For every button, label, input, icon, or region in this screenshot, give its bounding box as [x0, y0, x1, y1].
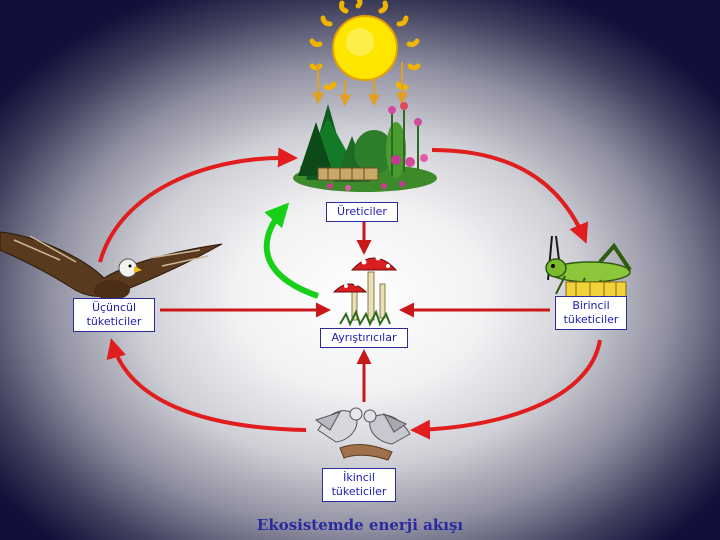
arrow-secondary-to-tertiary: [106, 338, 307, 432]
decomposers-label: Ayrıştırıcılar: [320, 328, 408, 348]
arrow-primary-to-secondary: [410, 339, 602, 440]
producers-label: Üreticiler: [326, 202, 398, 222]
secondary-consumers-label: İkincil tüketiciler: [322, 468, 396, 502]
arrow-producers-to-primary: [431, 148, 589, 244]
sun-ray-arrows: [312, 62, 408, 107]
tertiary-consumers-label: Üçüncül tüketiciler: [73, 298, 155, 332]
decomposer-arrows: [160, 222, 550, 402]
eagle-icon: [0, 231, 223, 300]
grasshopper-icon: [545, 235, 632, 303]
doves-icon: [314, 407, 411, 461]
primary-consumers-label: Birincil tüketiciler: [555, 296, 627, 330]
forest-icon: [293, 102, 437, 192]
diagram-title: Ekosistemde enerji akışı: [256, 516, 464, 534]
nutrient-recycle-arrow: [263, 202, 319, 299]
arrow-tertiary-to-producers: [98, 147, 298, 263]
energy-flow-arrows: [98, 147, 602, 440]
mushroom-icon: [332, 255, 398, 327]
